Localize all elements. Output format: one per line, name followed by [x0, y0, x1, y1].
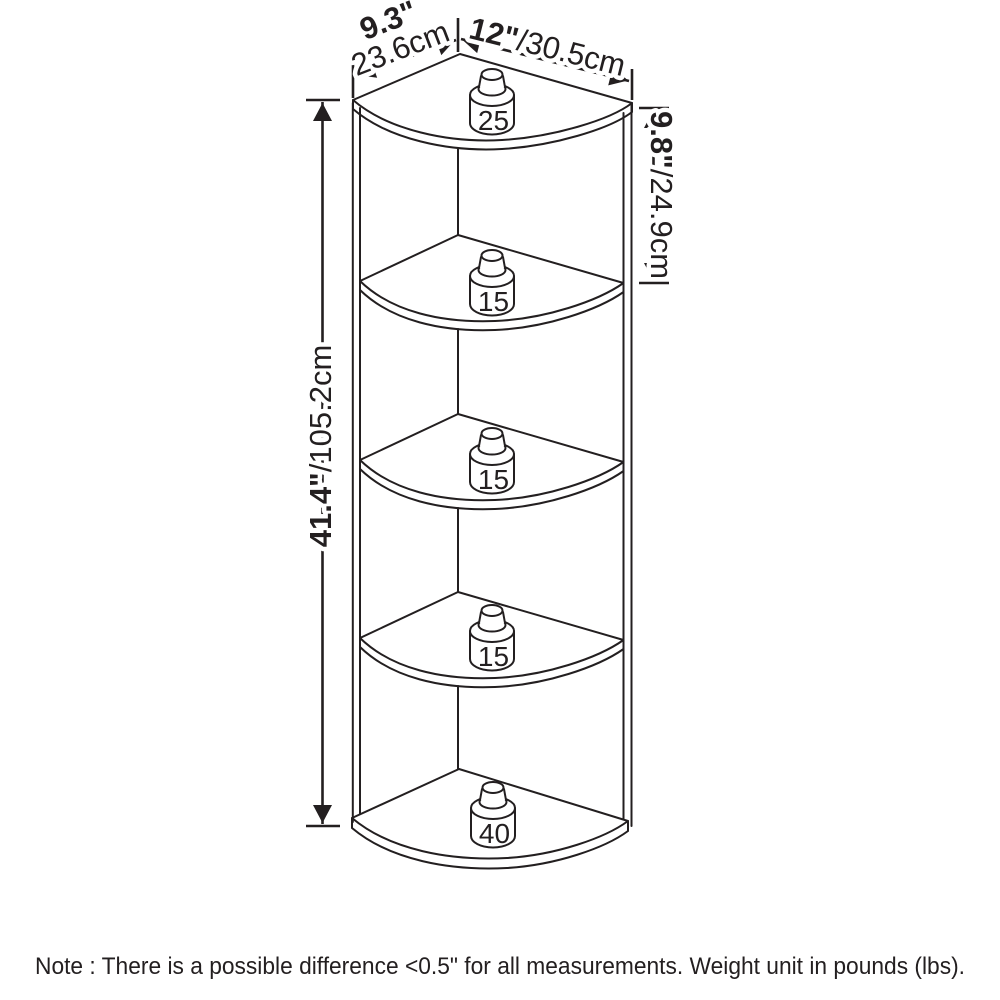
total-height-dimension: 41.4"/105.2cm — [299, 98, 343, 828]
total-height-dimension-label: 41.4"/105.2cm — [303, 345, 338, 548]
shelf-capacity-label: 15 — [478, 641, 509, 672]
dimension-arrowhead — [313, 805, 332, 823]
left-post — [351, 102, 361, 823]
shelf-capacity-label: 40 — [479, 818, 510, 849]
right-panel — [622, 104, 633, 827]
weight-icon-tier-2: 15 — [469, 249, 515, 317]
shelf-frame — [351, 102, 633, 827]
weight-icon-tier-4: 15 — [469, 604, 515, 672]
tier-height-dimension: 9.8"/24.9cm — [639, 106, 684, 285]
shelf-capacity-label: 15 — [478, 464, 509, 495]
weight-icon-tier-1: 25 — [469, 68, 515, 136]
shelf-capacity-label: 25 — [478, 105, 509, 136]
weight-icon-tier-5: 40 — [470, 781, 516, 849]
dimension-arrowhead — [313, 103, 332, 121]
dimension-line — [460, 37, 630, 83]
shelf-capacity-label: 15 — [478, 286, 509, 317]
tier-height-dimension-label: 9.8"/24.9cm — [644, 111, 679, 279]
weight-icon-tier-3: 15 — [469, 427, 515, 495]
note-text: Note : There is a possible difference <0… — [35, 953, 965, 980]
